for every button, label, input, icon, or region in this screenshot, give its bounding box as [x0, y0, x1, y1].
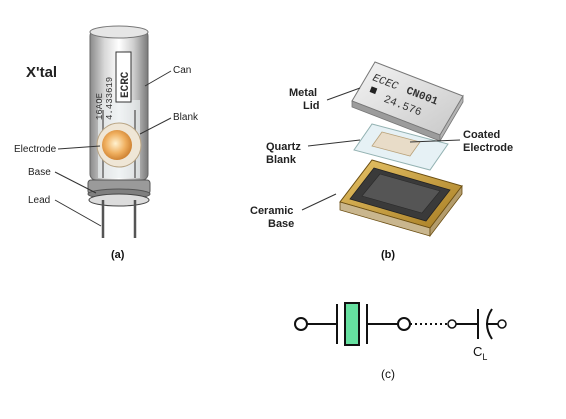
- electrode-disc: [102, 130, 132, 160]
- crystal-base: [87, 179, 151, 207]
- label-electrode-b: Electrode: [463, 142, 513, 154]
- panel-a-title: X'tal: [26, 64, 57, 81]
- base-leader: [54, 171, 97, 194]
- label-electrode: Electrode: [14, 144, 57, 155]
- label-metal: Metal: [289, 87, 317, 99]
- ceramic-base-package: [339, 159, 463, 238]
- lead-leader: [54, 199, 102, 227]
- capacitor-label-main: C: [473, 344, 482, 359]
- panel-c-schematic: CL (c): [294, 302, 507, 381]
- pin1-mark: [369, 86, 378, 95]
- crystal-symbol: [336, 302, 368, 346]
- label-blank: Blank: [173, 112, 199, 123]
- quartz-leader: [307, 139, 361, 147]
- caption-a: (a): [111, 249, 125, 261]
- caption-c: (c): [381, 367, 395, 381]
- can-leader: [144, 70, 172, 87]
- label-base-b: Base: [268, 218, 294, 230]
- label-ceramic: Ceramic: [250, 205, 293, 217]
- quartz-blank-plate: [353, 123, 449, 171]
- metal-lid: ECEC CN001 24.576: [351, 61, 464, 143]
- can-marking-frequency: 4.433619: [105, 77, 115, 120]
- can-marking-code: 16AOE: [95, 93, 105, 120]
- label-coated: Coated: [463, 129, 500, 141]
- electrode-leader: [57, 145, 101, 150]
- label-can: Can: [173, 65, 191, 76]
- terminal-mid: [397, 317, 411, 331]
- capacitor-label-subscript: L: [482, 352, 487, 362]
- caption-b: (b): [381, 249, 395, 261]
- terminal-left: [294, 317, 308, 331]
- terminal-cap-left: [447, 319, 457, 329]
- panel-b-smd-crystal: ECEC CN001 24.576 Metal Lid Quartz Blank…: [250, 61, 513, 261]
- lid-leader: [326, 87, 361, 101]
- capacitor-label: CL: [473, 344, 487, 362]
- can-marking: ECRC 4.433619 16AOE: [95, 51, 132, 120]
- blank-leader: [139, 117, 172, 135]
- label-lid: Lid: [303, 100, 320, 112]
- coated-electrode-pad: [371, 131, 421, 157]
- ceramic-leader: [301, 193, 337, 211]
- label-blank-b: Blank: [266, 154, 297, 166]
- label-quartz: Quartz: [266, 141, 301, 153]
- can-marking-brand: ECRC: [120, 71, 132, 98]
- label-base: Base: [28, 167, 51, 178]
- terminal-right: [497, 319, 507, 329]
- panel-a-crystal-can: X'tal ECRC 4.433619 16AOE: [14, 25, 199, 261]
- coated-leader: [409, 139, 461, 143]
- label-lead: Lead: [28, 195, 50, 206]
